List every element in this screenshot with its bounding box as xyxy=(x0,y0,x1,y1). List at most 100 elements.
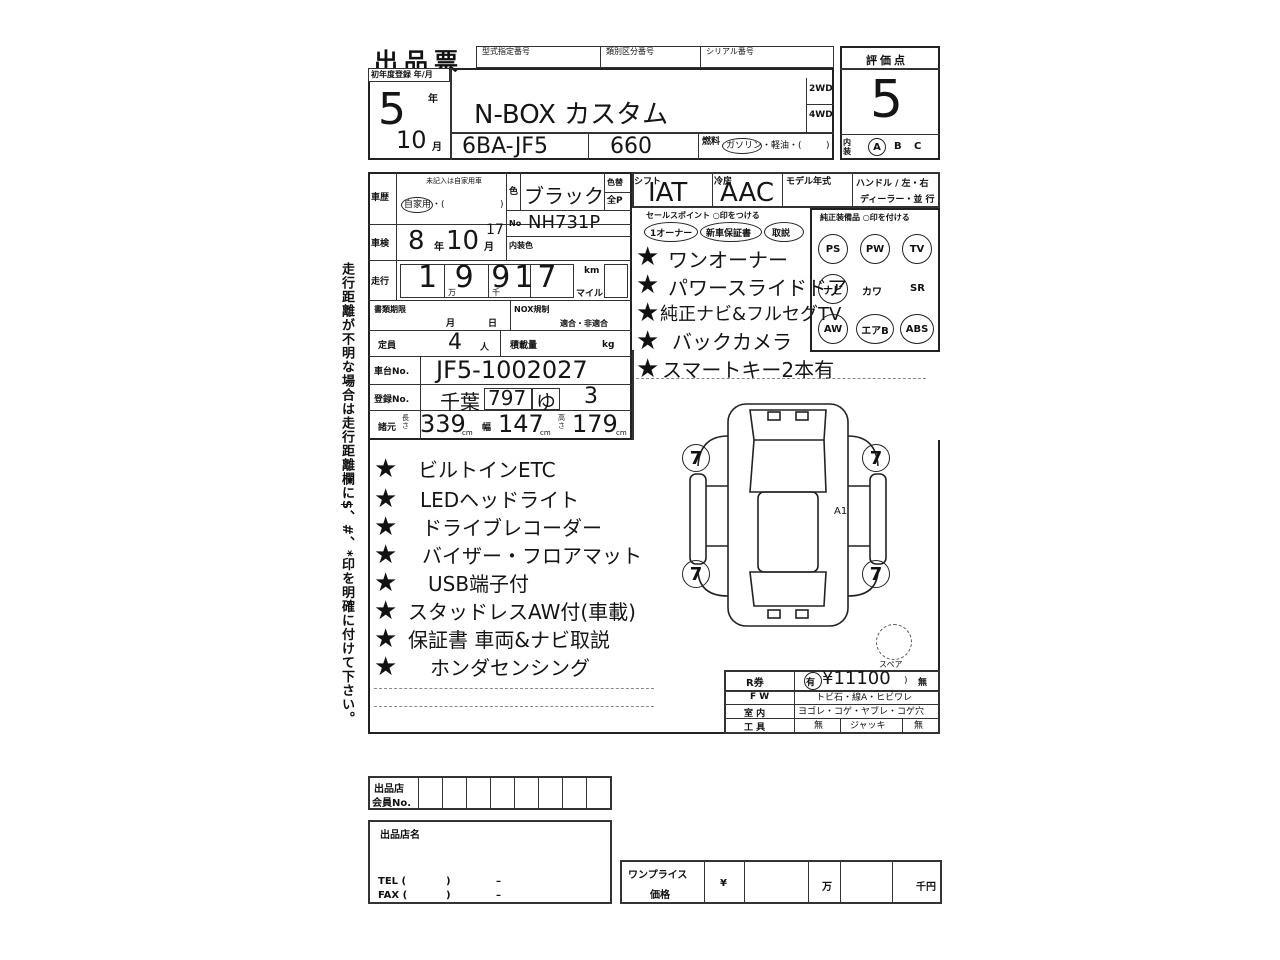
condition-table xyxy=(724,670,940,734)
note-item: ホンダセンシング xyxy=(430,656,590,680)
history-close: ) xyxy=(500,200,504,210)
load-unit: kg xyxy=(602,340,615,350)
score-box xyxy=(840,46,940,160)
inspection-month-unit: 月 xyxy=(484,242,494,253)
tools-opt1: 無 xyxy=(814,721,824,731)
star-icon: ★ xyxy=(374,540,398,570)
inspection-year-unit: 年 xyxy=(434,242,444,253)
interior-grade-label: 内装 xyxy=(843,138,851,156)
chassis-value: JF5-1002027 xyxy=(436,356,588,384)
spare-circle xyxy=(876,624,912,660)
first-reg-label: 初年度登録 年/月 xyxy=(371,70,433,79)
history-rest: ・( xyxy=(432,200,445,210)
length-label: 長さ xyxy=(402,414,409,430)
sales-item: 純正ナビ&フルセグTV xyxy=(660,304,842,325)
width-unit: cm xyxy=(540,429,551,437)
width-label: 幅 xyxy=(482,423,492,433)
sales-item: バックカメラ xyxy=(672,330,792,354)
first-reg-month: 10 xyxy=(396,126,427,154)
doc-period-day: 日 xyxy=(488,319,498,329)
height-label: 高さ xyxy=(558,414,565,430)
mileage-unit-mile: マイル xyxy=(576,289,604,299)
color-value: ブラック xyxy=(524,184,604,208)
reg-class-no: 797 xyxy=(488,386,527,410)
fuel-label: 燃料 xyxy=(702,137,721,147)
tel-dash: – xyxy=(496,876,501,887)
one-price-label-1: ワンプライス xyxy=(628,870,688,881)
grade-a: A xyxy=(868,138,886,156)
nox-label: NOX規制 xyxy=(514,305,550,314)
equip-tv: TV xyxy=(902,234,932,264)
shift-label: シフト xyxy=(634,177,662,187)
handle-dealer: ディーラー・並 行 xyxy=(860,195,935,205)
displacement-value: 660 xyxy=(610,134,652,159)
mileage-sep-sen: 千 xyxy=(492,288,500,297)
recycle-close: ) xyxy=(904,676,908,686)
color-change-label: 色替 xyxy=(607,178,623,187)
one-price-label-2: 価格 xyxy=(650,890,670,901)
damage-mark: A1 xyxy=(834,506,848,517)
interior-color-label: 内装色 xyxy=(509,241,533,250)
fax-mid: ) xyxy=(446,890,451,901)
score-value: 5 xyxy=(870,70,904,130)
first-reg-year: 5 xyxy=(378,84,406,135)
member-label-1: 出品店 xyxy=(374,784,404,795)
star-icon: ★ xyxy=(636,354,660,384)
note-item: 保証書 車両&ナビ取説 xyxy=(408,628,610,652)
reg-region: 千葉 xyxy=(440,390,480,414)
inspection-label: 車検 xyxy=(371,239,390,249)
color-no-value: NH731P xyxy=(528,212,601,233)
history-label: 車歴 xyxy=(371,193,390,203)
score-label: 評価点 xyxy=(866,54,908,67)
sales-tag-warranty: 新車保証書 xyxy=(706,229,752,239)
inspection-day: 17 xyxy=(486,222,504,238)
chassis-label: 車台No. xyxy=(374,367,410,377)
serial-label: シリアル番号 xyxy=(706,47,754,56)
note-item: ドライブレコーダー xyxy=(422,516,602,540)
star-icon: ★ xyxy=(374,484,398,514)
inspection-month: 10 xyxy=(446,226,480,256)
detail-table xyxy=(368,172,632,440)
sales-item: パワースライドドア xyxy=(668,276,847,300)
equip-aw: AW xyxy=(818,314,848,344)
equip-airbag: エアB xyxy=(856,314,894,344)
star-icon: ★ xyxy=(374,624,398,654)
fuel-selected-circle xyxy=(722,138,762,154)
model-code-label: 型式指定番号 xyxy=(482,47,530,56)
side-notice: 走行距離が不明な場合は走行距離欄に$、#、*印を明確に付けて下さい。 xyxy=(339,262,354,726)
fw-label: F W xyxy=(750,692,770,702)
mileage-unit-km: km xyxy=(584,266,600,276)
equip-pw: PW xyxy=(860,234,890,264)
note-item: ビルトインETC xyxy=(418,458,556,482)
history-note: 未記入は自家用車 xyxy=(426,177,482,185)
model-value: 6BA-JF5 xyxy=(462,134,548,159)
sales-item: ワンオーナー xyxy=(668,248,788,272)
year-unit: 年 xyxy=(428,94,438,105)
nox-options: 適合・非適合 xyxy=(560,319,608,328)
color-label: 色 xyxy=(509,187,519,197)
load-label: 積載量 xyxy=(510,341,538,351)
note-item: バイザー・フロアマット xyxy=(422,544,642,568)
recycle-none: 無 xyxy=(918,678,928,688)
height-unit: cm xyxy=(616,429,627,437)
tag-circle-2 xyxy=(700,222,762,242)
fw-options: トビ石・線A・ヒビワレ xyxy=(816,693,913,703)
inspection-year: 8 xyxy=(408,226,425,256)
grade-b: B xyxy=(894,141,902,152)
one-price-box xyxy=(620,860,942,904)
capacity-unit: 人 xyxy=(480,343,490,353)
mileage-digits: 1 9 917 xyxy=(418,260,561,295)
doc-period-label: 書類期限 xyxy=(374,305,406,314)
star-icon: ★ xyxy=(636,270,660,300)
sales-points-label: セールスポイント ○印をつける xyxy=(646,211,760,220)
history-prefix: 自家用 xyxy=(404,200,432,210)
man-unit: 万 xyxy=(822,882,832,893)
model-year-label: モデル年式 xyxy=(786,177,832,187)
grade-c: C xyxy=(914,141,922,152)
star-icon: ★ xyxy=(374,512,398,542)
equip-abs: ABS xyxy=(900,314,934,344)
shift-row xyxy=(632,172,940,208)
shift-value: IAT xyxy=(648,178,688,208)
aircon-label: 冷房 xyxy=(714,177,733,187)
aircon-value: AAC xyxy=(720,178,774,208)
